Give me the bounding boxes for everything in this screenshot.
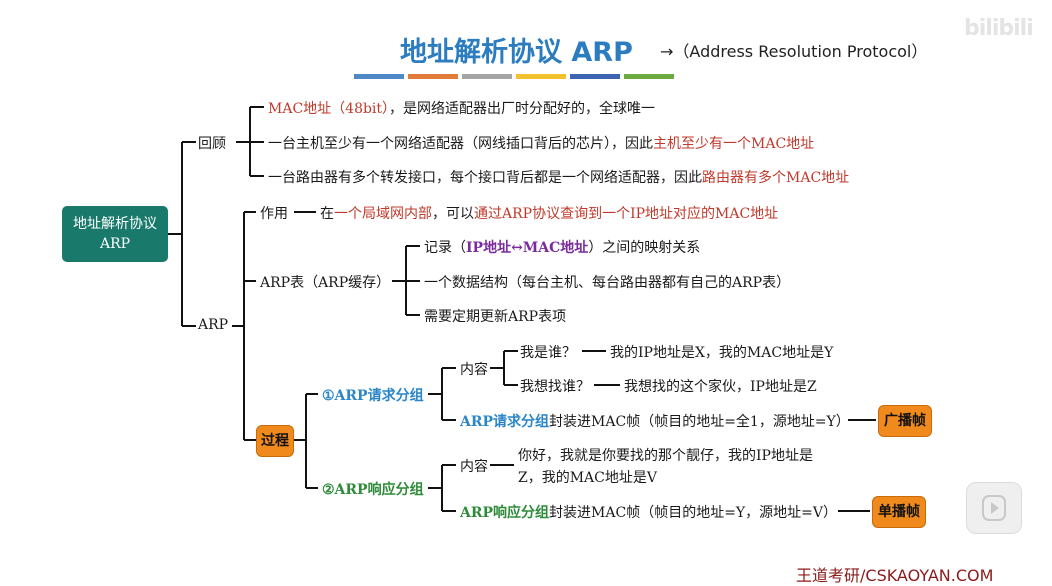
host-desc: 一台主机至少有一个网络适配器（网线插口背后的芯片），因此 — [268, 136, 653, 152]
role-query: 通过ARP协议查询到一个IP地址对应的MAC地址 — [474, 206, 779, 222]
unicast-frame-badge: 单播帧 — [872, 496, 926, 528]
router-conclusion: 路由器有多个MAC地址 — [702, 170, 850, 186]
request-encapsulation: ARP请求分组封装进MAC帧（帧目的地址=全1，源地址=Y） — [460, 411, 850, 431]
footer-brand: 王道考研/CSKAOYAN.COM — [796, 566, 994, 585]
color-bar-1 — [354, 74, 404, 79]
color-bar-5 — [570, 74, 620, 79]
response-label: ②ARP响应分组 — [322, 482, 424, 498]
arp-table-item-mapping: 记录（IP地址↔MAC地址）之间的映射关系 — [424, 237, 700, 257]
arp-table-item-update: 需要定期更新ARP表项 — [424, 309, 567, 325]
response-encap-desc: 封装进MAC帧（帧目的地址=Y，源地址=V） — [549, 505, 838, 521]
arp-table-item-structure: 一个数据结构（每台主机、每台路由器都有自己的ARP表） — [424, 275, 791, 291]
role-p1: 在 — [320, 206, 334, 222]
play-icon — [982, 495, 1006, 521]
request-encap-desc: 封装进MAC帧（帧目的地址=全1，源地址=Y） — [549, 414, 850, 430]
mac-address-text: MAC地址（48bit） — [268, 101, 390, 117]
request-q2: 我想找谁？ — [520, 379, 590, 395]
arp-table-label: ARP表（ARP缓存） — [260, 275, 391, 291]
request-label: ①ARP请求分组 — [322, 388, 424, 404]
host-conclusion: 主机至少有一个MAC地址 — [653, 136, 815, 152]
review-item-host: 一台主机至少有一个网络适配器（网线插口背后的芯片），因此主机至少有一个MAC地址 — [268, 133, 814, 153]
process-badge: 过程 — [256, 425, 294, 457]
bilibili-watermark: bilibili — [964, 16, 1034, 41]
review-item-mac: MAC地址（48bit），是网络适配器出厂时分配好的，全球唯一 — [268, 98, 655, 118]
request-a2: 我想找的这个家伙，IP地址是Z — [624, 379, 817, 395]
mac-address-desc: ，是网络适配器出厂时分配好的，全球唯一 — [389, 101, 656, 117]
color-bar-3 — [462, 74, 512, 79]
root-node: 地址解析协议 ARP — [62, 206, 168, 262]
review-item-router: 一台路由器有多个转发接口，每个接口背后都是一个网络适配器，因此路由器有多个MAC… — [268, 167, 849, 187]
request-content-label: 内容 — [460, 362, 488, 378]
role-p2: ，可以 — [432, 206, 474, 222]
root-label-line1: 地址解析协议 — [73, 216, 157, 232]
request-encap-name: ARP请求分组 — [460, 414, 550, 430]
role-label: 作用 — [260, 206, 288, 222]
router-desc: 一台路由器有多个转发接口，每个接口背后都是一个网络适配器，因此 — [268, 170, 702, 186]
color-bar-2 — [408, 74, 458, 79]
review-label: 回顾 — [198, 136, 226, 152]
arp-label: ARP — [198, 317, 229, 333]
page-subtitle: →（Address Resolution Protocol） — [660, 42, 928, 61]
response-encapsulation: ARP响应分组封装进MAC帧（帧目的地址=Y，源地址=V） — [460, 502, 837, 522]
mapping-p2: ）之间的映射关系 — [588, 240, 701, 256]
response-content-line2: Z，我的MAC地址是V — [518, 470, 657, 486]
role-description: 在一个局域网内部，可以通过ARP协议查询到一个IP地址对应的MAC地址 — [320, 203, 778, 223]
broadcast-frame-badge: 广播帧 — [878, 405, 932, 437]
root-label-line2: ARP — [99, 236, 131, 252]
mapping-p1: 记录（ — [424, 240, 466, 256]
color-bar-4 — [516, 74, 566, 79]
page-title: 地址解析协议 ARP — [400, 37, 633, 68]
response-encap-name: ARP响应分组 — [460, 505, 550, 521]
response-content-line1: 你好，我就是你要找的那个靓仔，我的IP地址是 — [518, 448, 813, 464]
request-q1: 我是谁？ — [520, 345, 576, 361]
response-content-label: 内容 — [460, 459, 488, 475]
role-lan: 一个局域网内部 — [334, 206, 432, 222]
request-a1: 我的IP地址是X，我的MAC地址是Y — [610, 345, 834, 361]
color-bar-6 — [624, 74, 674, 79]
play-button[interactable] — [966, 482, 1022, 534]
mapping-ip-mac: IP地址↔MAC地址 — [466, 240, 589, 256]
